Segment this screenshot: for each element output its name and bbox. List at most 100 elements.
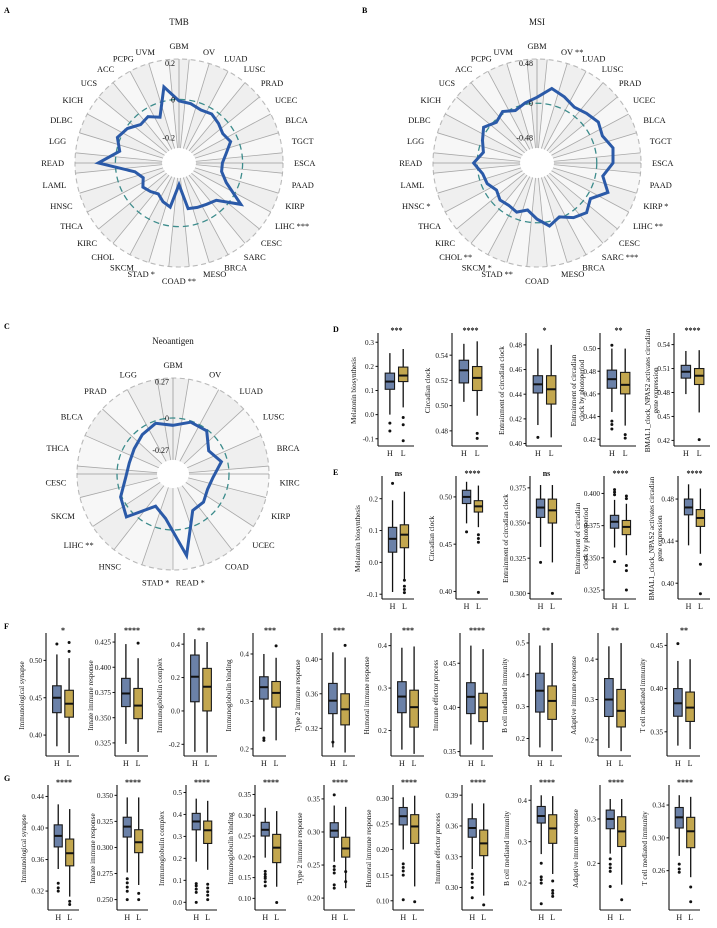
y-axis-tick-label: 0.42 <box>583 436 596 444</box>
y-axis-title: Immune effector process <box>434 813 442 885</box>
y-axis-tick-label: 0.48 <box>583 368 596 376</box>
boxplot-box <box>617 798 627 902</box>
y-axis-title: Adaptive immune response <box>570 656 578 735</box>
radar-category-label: CESC <box>45 479 66 488</box>
radar-category-label: LAML <box>42 181 66 190</box>
y-axis-title: T cell mediated immunity <box>639 658 647 733</box>
x-axis-group-label: L <box>481 913 486 922</box>
y-axis-tick-label: 0.325 <box>95 739 112 747</box>
y-axis-tick-label: 0.54 <box>657 341 670 349</box>
radar-category-label: UVM <box>135 48 155 57</box>
boxplot-box <box>328 652 338 748</box>
radar-category-label: BLCA <box>643 116 665 125</box>
boxplot-box <box>683 484 694 546</box>
radar-category-label: LIHC ** <box>633 222 663 231</box>
y-axis-tick-label: 0.20 <box>376 846 389 854</box>
y-axis-title: Immunoglobulin binding <box>225 659 233 731</box>
x-axis-group-label: L <box>624 602 629 611</box>
radar-category-label: GBM <box>163 361 183 370</box>
x-axis-group-label: H <box>331 913 337 922</box>
significance-label: ns <box>395 469 403 478</box>
significance-label: **** <box>469 626 485 635</box>
y-axis-tick-label: 0.15 <box>238 874 251 882</box>
significance-label: **** <box>194 778 210 787</box>
y-axis-title: Immune effector process <box>432 660 440 732</box>
y-axis-tick-label: 0.45 <box>650 642 663 650</box>
x-axis-group-label: H <box>461 449 467 458</box>
radar-radial-tick: 0.48 <box>519 59 533 68</box>
y-axis-tick-label: 0.275 <box>97 870 114 878</box>
boxplot-box <box>122 797 132 902</box>
boxplot-box <box>536 795 546 906</box>
radar-category-label: LGG <box>49 137 66 146</box>
y-axis-tick-label: 0.48 <box>435 427 448 435</box>
y-axis-tick-label: 0.2 <box>171 674 180 682</box>
radar-category-label: SKCM <box>51 512 75 521</box>
x-axis-group-label: H <box>330 759 336 768</box>
boxplot-box <box>478 649 488 750</box>
y-axis-tick-label: 0.46 <box>583 390 596 398</box>
significance-label: **** <box>263 778 279 787</box>
radar-category-label: LGG <box>407 137 424 146</box>
panel-letter-e: E <box>333 468 339 477</box>
radar-category-label: BLCA <box>61 413 83 422</box>
radar-radial-tick: 0 <box>165 414 169 423</box>
boxplot-box <box>621 494 632 592</box>
radar-category-label: THCA <box>60 222 83 231</box>
boxplot-box <box>606 343 618 431</box>
boxplot-box <box>64 640 74 754</box>
y-axis-tick-label: 0.50 <box>439 494 452 502</box>
boxplot-box <box>190 639 200 752</box>
y-axis-tick-label: 0.48 <box>657 389 670 397</box>
y-axis-tick-label: 0.30 <box>376 795 389 803</box>
significance-label: **** <box>677 778 693 787</box>
radar-category-label: LUAD <box>582 55 605 64</box>
y-axis-tick-label: 0.2 <box>378 727 387 735</box>
significance-label: **** <box>124 626 140 635</box>
x-axis-group-label: L <box>412 913 417 922</box>
x-axis-group-label: L <box>475 449 480 458</box>
radar-category-label: THCA <box>418 222 441 231</box>
y-axis-tick-label: 0.50 <box>435 402 448 410</box>
radar-category-label: SARC *** <box>602 253 639 262</box>
x-axis-group-label: L <box>619 913 624 922</box>
y-axis-tick-label: 0.375 <box>510 484 527 492</box>
y-axis-title: T cell mediated immunity <box>641 811 649 886</box>
significance-label: * <box>543 326 547 335</box>
boxplot-box <box>695 488 706 596</box>
y-axis-tick-label: 0.20 <box>238 853 251 861</box>
radar-category-label: LIHC *** <box>275 222 309 231</box>
y-axis-tick-label: 0.33 <box>445 853 458 861</box>
y-axis-tick-label: 0.2 <box>365 363 374 371</box>
radar-category-label: KICH <box>421 96 441 105</box>
boxplot-box <box>259 653 269 742</box>
boxplot-box <box>535 645 545 748</box>
radar-category-label: READ <box>399 159 422 168</box>
radar-category-label: READ <box>41 159 64 168</box>
radar-category-label: CESC <box>261 239 282 248</box>
boxplot-box <box>693 350 705 442</box>
y-axis-tick-label: 0.350 <box>584 554 601 562</box>
x-axis-group-label: H <box>400 913 406 922</box>
radar-category-label: UCS <box>439 79 456 88</box>
y-axis-title: Entrainment of circadian clock <box>502 494 510 583</box>
boxplot-box <box>52 642 62 747</box>
radar-category-label: CHOL <box>91 253 114 262</box>
significance-label: **** <box>539 778 555 787</box>
y-axis-tick-label: 0.325 <box>510 555 527 563</box>
x-axis-group-label: H <box>464 602 470 611</box>
x-axis-group-label: H <box>54 759 60 768</box>
